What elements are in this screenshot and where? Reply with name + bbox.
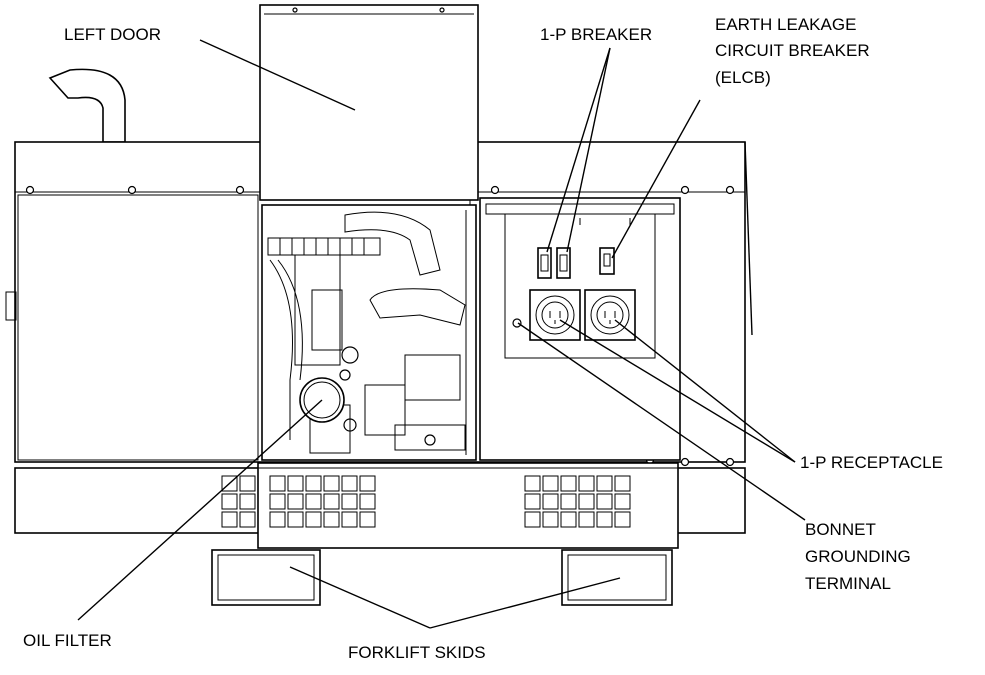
vent-grid-center bbox=[269, 475, 376, 528]
forklift-skids bbox=[211, 549, 673, 606]
label-oil-filter: OIL FILTER bbox=[23, 631, 112, 650]
bonnet-grounding-terminal bbox=[512, 318, 522, 328]
label-bonnet-line-1: BONNET bbox=[805, 520, 876, 539]
vent-grid-left bbox=[221, 475, 256, 528]
label-elcb-line-3: (ELCB) bbox=[715, 68, 771, 87]
label-1p-receptacle: 1-P RECEPTACLE bbox=[800, 453, 943, 472]
left-door bbox=[259, 4, 479, 216]
label-bonnet-line-3: TERMINAL bbox=[805, 574, 891, 593]
label-forklift-skids: FORKLIFT SKIDS bbox=[348, 643, 486, 662]
rail-bolts bbox=[25, 185, 735, 467]
label-elcb-line-1: EARTH LEAKAGE bbox=[715, 15, 856, 34]
label-1p-breaker: 1-P BREAKER bbox=[540, 25, 652, 44]
label-bonnet-line-2: GROUNDING bbox=[805, 547, 911, 566]
exhaust-pipe bbox=[48, 68, 126, 143]
lower-enclosure bbox=[14, 462, 746, 549]
breaker-1p bbox=[537, 247, 571, 279]
leader-lines bbox=[77, 39, 806, 629]
elcb bbox=[599, 247, 615, 275]
vent-grid-right bbox=[524, 475, 631, 528]
label-left-door: LEFT DOOR bbox=[64, 25, 161, 44]
label-elcb-line-2: CIRCUIT BREAKER bbox=[715, 41, 870, 60]
receptacle-1p bbox=[529, 289, 636, 341]
engine-compartment bbox=[261, 204, 477, 461]
